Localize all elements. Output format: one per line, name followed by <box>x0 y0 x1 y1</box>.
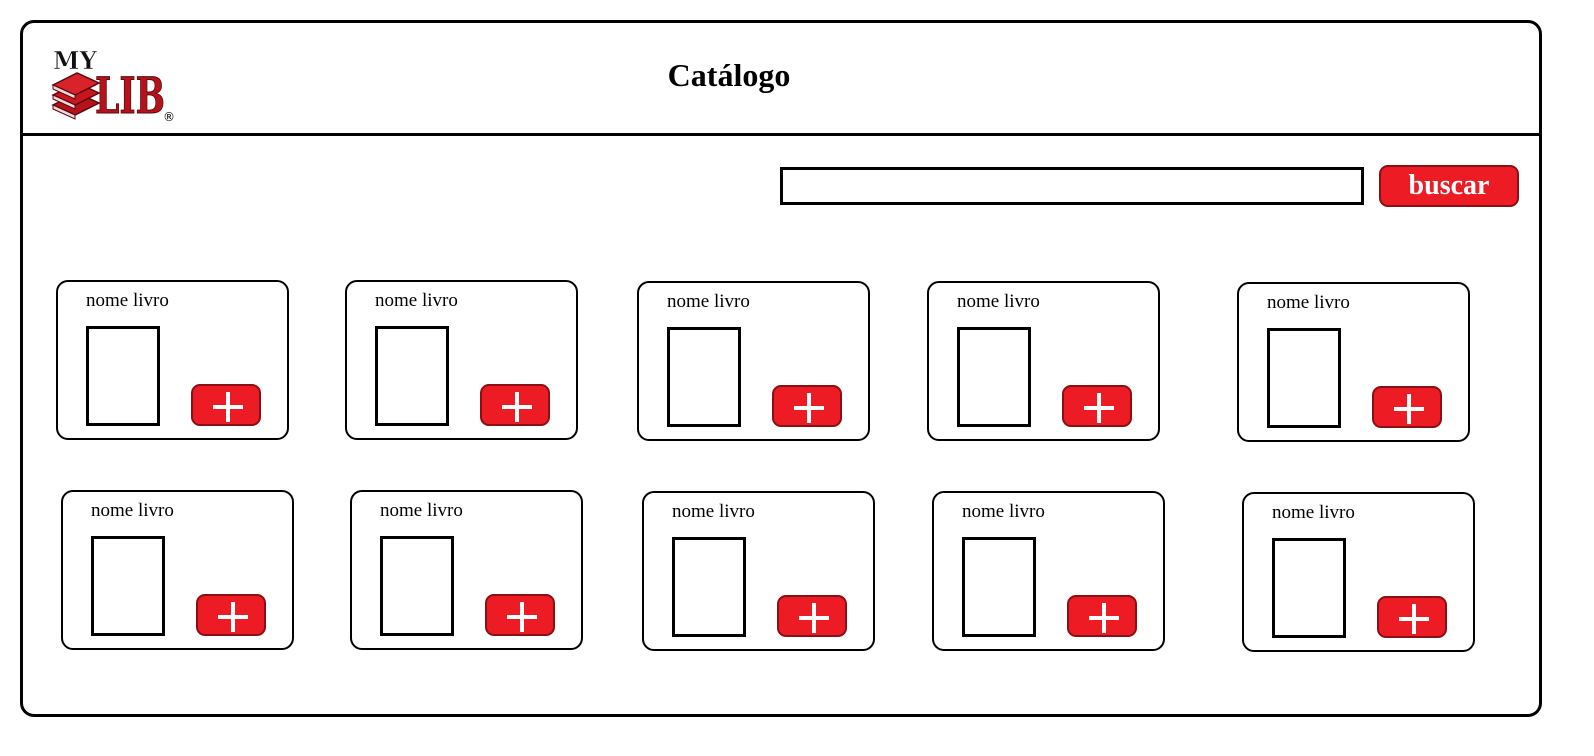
add-book-button[interactable] <box>1062 385 1132 427</box>
book-card: nome livro <box>345 280 578 440</box>
book-title: nome livro <box>962 501 1045 522</box>
book-title: nome livro <box>957 291 1040 312</box>
book-stack-icon <box>51 72 101 120</box>
book-card: nome livro <box>56 280 289 440</box>
logo-graphic: MY LIB ® <box>51 47 175 123</box>
add-book-button[interactable] <box>777 595 847 637</box>
add-book-button[interactable] <box>1377 596 1447 638</box>
logo-main: LIB <box>95 66 165 123</box>
book-cover <box>667 327 741 427</box>
book-card: nome livro <box>1237 282 1470 442</box>
page-title: Catálogo <box>667 57 791 93</box>
plus-icon <box>213 392 243 422</box>
plus-icon <box>1084 393 1114 423</box>
book-card: nome livro <box>350 490 583 650</box>
registered-mark: ® <box>163 110 175 123</box>
search-input[interactable] <box>780 167 1364 205</box>
book-title: nome livro <box>86 290 169 311</box>
book-card: nome livro <box>61 490 294 650</box>
add-book-button[interactable] <box>191 384 261 426</box>
add-book-button[interactable] <box>1067 595 1137 637</box>
book-cover <box>380 536 454 636</box>
book-card: nome livro <box>642 491 875 651</box>
plus-icon <box>1399 604 1429 634</box>
logo-prefix: MY <box>53 47 98 75</box>
book-card: nome livro <box>1242 492 1475 652</box>
book-card: nome livro <box>932 491 1165 651</box>
book-card: nome livro <box>927 281 1160 441</box>
plus-icon <box>1394 394 1424 424</box>
book-cover <box>1267 328 1341 428</box>
add-book-button[interactable] <box>480 384 550 426</box>
book-title: nome livro <box>91 500 174 521</box>
add-book-button[interactable] <box>196 594 266 636</box>
book-cover <box>91 536 165 636</box>
book-title: nome livro <box>667 291 750 312</box>
app-window: MY LIB ® Catálogo buscar nome livro nome… <box>20 20 1542 717</box>
book-title: nome livro <box>380 500 463 521</box>
book-cover <box>1272 538 1346 638</box>
add-book-button[interactable] <box>1372 386 1442 428</box>
plus-icon <box>507 602 537 632</box>
mylib-logo[interactable]: MY LIB ® <box>49 47 179 123</box>
book-cover <box>672 537 746 637</box>
plus-icon <box>799 603 829 633</box>
book-title: nome livro <box>1267 292 1350 313</box>
plus-icon <box>794 393 824 423</box>
book-cover <box>957 327 1031 427</box>
search-button[interactable]: buscar <box>1379 165 1519 207</box>
plus-icon <box>218 602 248 632</box>
book-title: nome livro <box>1272 502 1355 523</box>
book-card: nome livro <box>637 281 870 441</box>
book-cover <box>86 326 160 426</box>
book-cover <box>962 537 1036 637</box>
add-book-button[interactable] <box>485 594 555 636</box>
header: MY LIB ® Catálogo <box>23 23 1539 136</box>
book-title: nome livro <box>672 501 755 522</box>
plus-icon <box>1089 603 1119 633</box>
add-book-button[interactable] <box>772 385 842 427</box>
book-title: nome livro <box>375 290 458 311</box>
book-cover <box>375 326 449 426</box>
plus-icon <box>502 392 532 422</box>
